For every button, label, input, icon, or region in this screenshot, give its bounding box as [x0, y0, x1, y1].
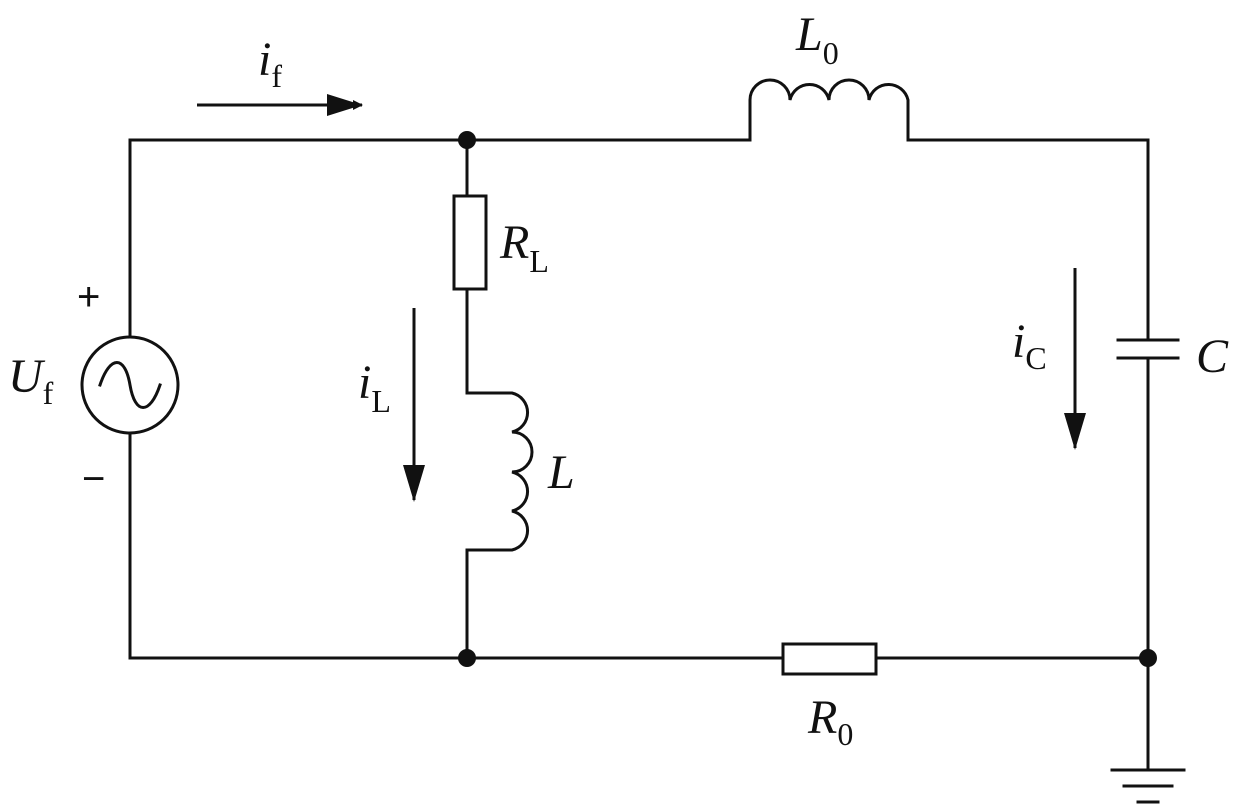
inductor-L	[465, 391, 534, 552]
label-C: C	[1196, 330, 1229, 383]
arrow-iL-head	[403, 465, 425, 502]
label-R0: R0	[807, 691, 853, 752]
label-RL: RL	[499, 216, 549, 279]
junction-bottom	[458, 649, 476, 667]
capacitor-C	[1116, 338, 1180, 360]
label-if: if	[258, 33, 282, 94]
junction-ground	[1139, 649, 1157, 667]
top-wire-from-L0	[906, 138, 1150, 342]
junction-top	[458, 131, 476, 149]
label-source-plus: +	[77, 275, 100, 319]
left-wire	[128, 138, 469, 660]
label-L0: L0	[795, 8, 839, 71]
ground-icon	[1110, 768, 1186, 804]
arrow-if-head	[327, 94, 362, 116]
label-iL: iL	[358, 356, 391, 419]
wires	[128, 138, 1150, 772]
inductor-L0	[748, 78, 910, 142]
label-source-minus: −	[82, 457, 105, 501]
resistor-R0	[781, 642, 878, 676]
resistor-RL	[452, 194, 488, 291]
label-iC: iC	[1012, 315, 1047, 376]
sine-wave-icon	[98, 361, 162, 409]
ac-source	[80, 335, 180, 435]
label-Uf: Uf	[8, 350, 54, 411]
label-L: L	[547, 446, 575, 499]
arrow-iC-head	[1064, 413, 1086, 450]
